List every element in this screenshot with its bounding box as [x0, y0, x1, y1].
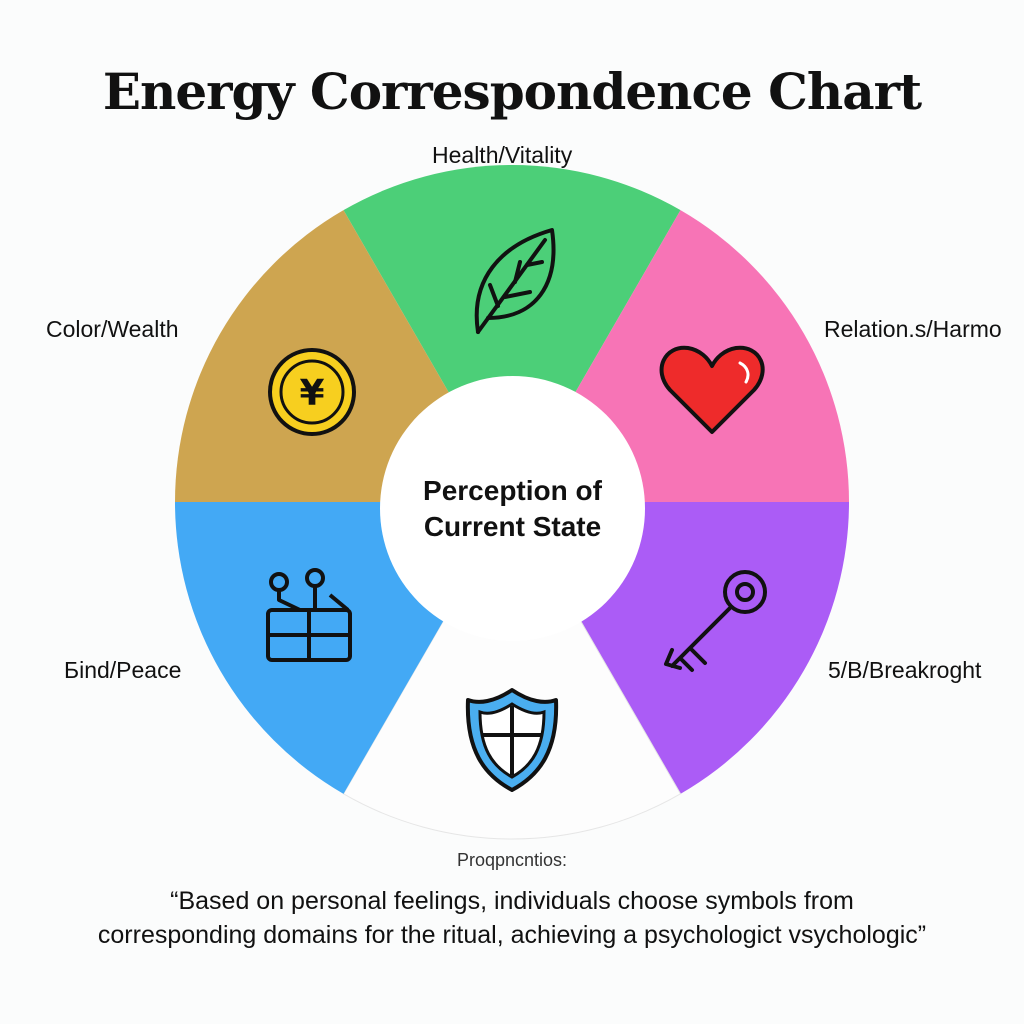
quote-line-2: corresponding domains for the ritual, ac…	[97, 921, 927, 949]
segment-protection	[342, 500, 682, 840]
footer-heading: Proqpncntios:	[456, 850, 568, 870]
heart-icon	[659, 345, 765, 434]
segment-label-breakthrough: 5/B/Breakroght	[828, 657, 982, 683]
page-title: Energy Correspondence Chart	[102, 62, 922, 121]
svg-text:¥: ¥	[299, 373, 324, 414]
footer-quote: “Based on personal feelings, individuals…	[0, 884, 1024, 952]
circuit-icon	[266, 568, 352, 662]
segment-label-health: Health/Vitality	[432, 142, 573, 168]
leaf-icon	[474, 228, 556, 334]
key-icon	[664, 570, 767, 672]
segment-label-relations: Relation.s/Harmo	[824, 316, 1002, 342]
center-circle: Perception of Current State	[380, 376, 645, 641]
center-label-line1: Perception of	[423, 474, 602, 506]
segment-label-wealth: Color/Wealth	[46, 316, 179, 342]
yen-coin-icon: ¥	[268, 348, 356, 436]
segment-health	[343, 165, 681, 502]
shield-icon	[465, 688, 559, 792]
quote-line-1: “Based on personal feelings, individuals…	[170, 887, 854, 915]
segment-label-peace: Бind/Peace	[64, 657, 182, 683]
center-label-line2: Current State	[423, 510, 602, 542]
